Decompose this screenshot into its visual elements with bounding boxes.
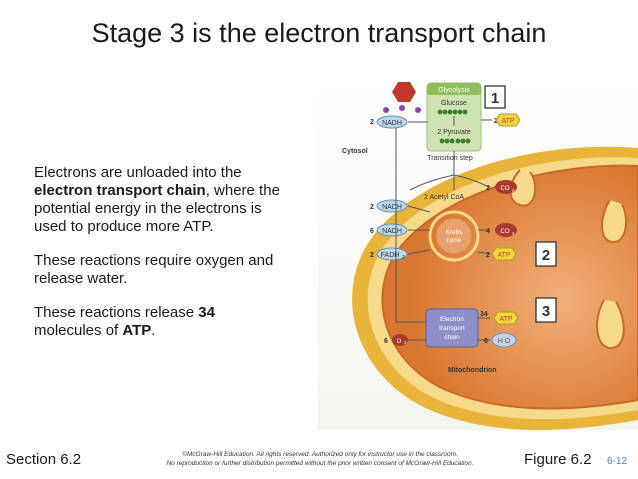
atp-badge: [491, 247, 517, 261]
coef-6: 6: [370, 228, 374, 235]
co2-subscript: 2: [512, 231, 515, 236]
cytosol-label: Cytosol: [342, 148, 368, 155]
figure-label: Figure 6.2: [524, 451, 592, 468]
copyright-line1: ©McGraw-Hill Education. All rights reser…: [182, 451, 458, 458]
acetyl-coa-label: 2 Acetyl CoA: [424, 194, 464, 201]
stage-1-number: 1: [491, 90, 499, 107]
coef-6: 6: [484, 338, 488, 345]
krebs-label-line2: cycle: [447, 237, 462, 244]
o2-subscript: 2: [404, 340, 407, 345]
glycolysis-label: Glycolysis: [438, 87, 470, 94]
nadh-badge: [376, 199, 408, 213]
transition-label: Transition step: [427, 155, 473, 162]
bullet3-text-mid: molecules of: [34, 322, 123, 339]
bullet3-text-end: .: [151, 322, 156, 339]
fadh2-badge: [376, 247, 408, 261]
krebs-label: Krebs: [446, 229, 464, 236]
electron-dot-icon: [399, 105, 405, 111]
crista: [509, 169, 537, 207]
nadh-badge: [376, 115, 408, 129]
fadh2-label: FADH: [381, 252, 400, 259]
bullet-atp-count: These reactions release 34 molecules of …: [34, 304, 284, 340]
etc-label-line1: Electron: [440, 316, 464, 323]
crista: [596, 299, 625, 350]
nadh-label: NADH: [382, 204, 402, 211]
krebs-cycle-circle: [435, 217, 473, 255]
arrow: [407, 249, 431, 255]
stage-2-box: [535, 241, 557, 267]
stage-2-number: 2: [542, 247, 550, 264]
etc-label-line2: transport: [439, 325, 465, 332]
o2-badge: [392, 334, 408, 346]
bullet1-bold: electron transport chain: [34, 182, 206, 199]
o2-label: O: [397, 339, 402, 345]
co2-subscript: 2: [512, 188, 515, 193]
coef-34: 34: [480, 311, 488, 318]
coef-2: 2: [486, 252, 490, 259]
coef-2: 2: [370, 252, 374, 259]
bullet3-number: 34: [198, 304, 215, 321]
atp-label: ATP: [501, 118, 514, 125]
etc-box: [425, 308, 479, 348]
page-number: 6-12: [607, 456, 628, 467]
crista: [601, 199, 628, 244]
electron-dot-icon: [415, 107, 421, 113]
arrow: [477, 251, 491, 255]
co2-label: CO: [501, 186, 510, 192]
slide-title: Stage 3 is the electron transport chain: [91, 18, 547, 48]
stage-3-number: 3: [542, 303, 550, 320]
co2-badge: [495, 180, 517, 194]
bullet3-bold: ATP: [122, 322, 152, 339]
arrow: [453, 174, 491, 189]
stage-1-box: [484, 85, 506, 109]
bullet-list: Electrons are unloaded into the electron…: [34, 164, 284, 356]
etc-label-line3: chain: [444, 334, 460, 341]
h2o-label: H O: [498, 338, 511, 345]
nadh-label: NADH: [382, 120, 402, 127]
coef-4: 4: [486, 228, 490, 235]
atp-label: ATP: [497, 252, 510, 259]
arrow: [409, 174, 455, 191]
bullet-oxygen-water: These reactions require oxygen and relea…: [34, 252, 274, 287]
bullet1-text: Electrons are unloaded into the: [34, 164, 242, 181]
bullet-electron-transport: Electrons are unloaded into the electron…: [34, 164, 284, 236]
pyruvate-label: 2 Pyruvate: [437, 129, 471, 136]
copyright-line2: No reproduction or further distribution …: [166, 460, 474, 467]
co2-badge: [495, 223, 517, 237]
krebs-ring: [428, 210, 480, 262]
coef-2: 2: [370, 119, 374, 126]
stage-3-box: [535, 297, 557, 323]
bullet1-text-end: , where the potential energy in the elec…: [34, 182, 280, 235]
atp-badge: [493, 311, 519, 325]
glucose-hexagon-icon: [392, 82, 416, 102]
mitochondrion-label: Mitochondrion: [448, 367, 497, 374]
coef-2: 2: [486, 185, 490, 192]
h2o-badge: [491, 332, 517, 348]
fadh2-subscript: 2: [402, 255, 405, 261]
atp-badge: [495, 113, 521, 127]
pyruvate-carbon-dots: [439, 138, 471, 144]
coef-2: 2: [494, 118, 498, 125]
bullet3-text: These reactions release: [34, 304, 199, 321]
section-label: Section 6.2: [6, 451, 82, 468]
arrow: [407, 205, 431, 213]
electron-dot-icon: [383, 107, 389, 113]
coef-2: 2: [370, 204, 374, 211]
glucose-label: Glucose: [441, 100, 467, 107]
co2-label: CO: [501, 229, 510, 235]
atp-label: ATP: [499, 316, 512, 323]
copyright-notice: ©McGraw-Hill Education. All rights reser…: [148, 450, 492, 468]
glycolysis-header: [427, 83, 481, 95]
coef-6: 6: [384, 338, 388, 345]
glucose-carbon-dots: [437, 109, 468, 115]
nadh-label: NADH: [382, 228, 402, 235]
nadh-badge: [376, 223, 408, 237]
